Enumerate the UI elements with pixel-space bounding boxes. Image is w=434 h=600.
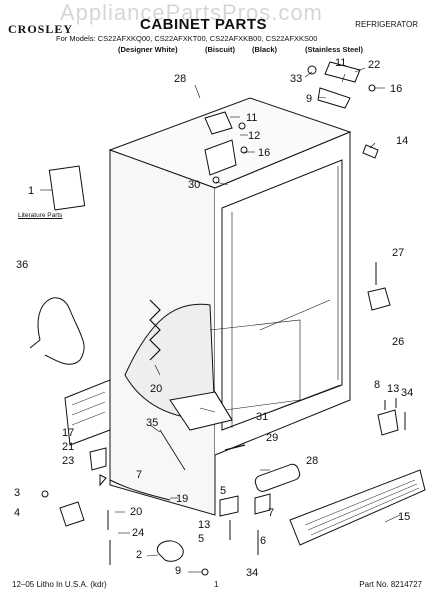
callout-18: 20 <box>150 383 162 395</box>
finish-stainless-steel: (Stainless Steel) <box>305 45 363 54</box>
part-4 <box>59 501 85 527</box>
finish-black: (Black) <box>252 45 278 54</box>
callout-34b: 34 <box>246 567 258 579</box>
callout-29: 29 <box>266 432 278 444</box>
literature-parts-icon <box>48 165 86 211</box>
tube-19 <box>109 479 171 501</box>
callout-35: 35 <box>146 417 158 429</box>
header: AppliancePartsPros.com CABINET PARTS CRO… <box>0 0 434 60</box>
print-info: 12–05 Litho In U.S.A. (kdr) <box>12 580 107 589</box>
callout-17: 17 <box>62 427 74 439</box>
callout-26: 27 <box>392 247 404 259</box>
callout-13: 13 <box>387 383 399 395</box>
category-label: REFRIGERATOR <box>355 20 418 29</box>
callout-5: 5 <box>220 485 226 497</box>
callout-1: 1 <box>28 185 34 197</box>
callout-33: 33 <box>290 73 302 85</box>
toe-grille <box>289 469 426 546</box>
callout-6: 6 <box>260 535 266 547</box>
callout-4: 4 <box>14 507 20 519</box>
callout-14: 14 <box>396 135 408 147</box>
callout-12: 12 <box>248 130 260 142</box>
callout-20: 20 <box>130 506 142 518</box>
callout-15: 15 <box>398 511 410 523</box>
callout-9: 9 <box>306 93 312 105</box>
callout-22: 22 <box>368 59 380 71</box>
callout-24: 24 <box>132 527 144 539</box>
cabinet-parts-diagram: 1 28 11 12 16 30 33 11 22 9 16 14 36 27 … <box>14 57 426 579</box>
spring-18 <box>149 299 161 361</box>
literature-parts-label: Literature Parts <box>18 212 63 219</box>
watermark: AppliancePartsPros.com <box>60 0 323 25</box>
callout-19: 19 <box>176 493 188 505</box>
finish-biscuit: (Biscuit) <box>205 45 235 54</box>
right-hinge <box>377 409 399 436</box>
models-line: For Models: CS22AFXKQ00, CS22AFXKT00, CS… <box>56 34 318 43</box>
callout-30: 30 <box>188 179 200 191</box>
callout-23: 23 <box>62 455 74 467</box>
finish-designer-white: (Designer White) <box>118 45 178 54</box>
callout-36: 36 <box>16 259 28 271</box>
callout-7: 7 <box>136 469 142 481</box>
page-title: CABINET PARTS <box>140 16 268 33</box>
callout-11: 11 <box>246 112 257 124</box>
page-number: 1 <box>214 580 219 589</box>
callout-27: 28 <box>174 73 186 85</box>
callout-labels: 1 28 11 12 16 30 33 11 22 9 16 14 36 27 … <box>14 57 413 579</box>
rear-bracket <box>64 379 111 446</box>
brand-logo: CROSLEY <box>8 22 74 36</box>
part-28 <box>254 463 301 492</box>
cabinet-opening <box>221 159 343 431</box>
callout-7b: 7 <box>268 507 274 519</box>
callout-28: 28 <box>306 455 318 467</box>
center-hinge <box>204 111 233 135</box>
callout-34: 34 <box>401 387 413 399</box>
callout-3: 3 <box>14 487 20 499</box>
callout-16b: 16 <box>390 83 402 95</box>
callout-13b: 13 <box>198 519 210 531</box>
callout-16: 16 <box>258 147 270 159</box>
callout-25: 26 <box>392 336 404 348</box>
power-cord <box>37 297 85 365</box>
bracket-25 <box>367 287 391 311</box>
part-2 <box>157 540 184 562</box>
callout-2: 2 <box>136 549 142 561</box>
callout-21: 21 <box>62 441 74 453</box>
callout-31: 31 <box>256 411 268 423</box>
callout-5b: 5 <box>198 533 204 545</box>
callout-11b: 11 <box>335 57 346 69</box>
callout-8: 8 <box>374 379 380 391</box>
top-hinge <box>324 61 361 83</box>
liner-back <box>124 303 216 421</box>
callout-9b: 9 <box>175 565 181 577</box>
part-number: Part No. 8214727 <box>359 580 422 589</box>
